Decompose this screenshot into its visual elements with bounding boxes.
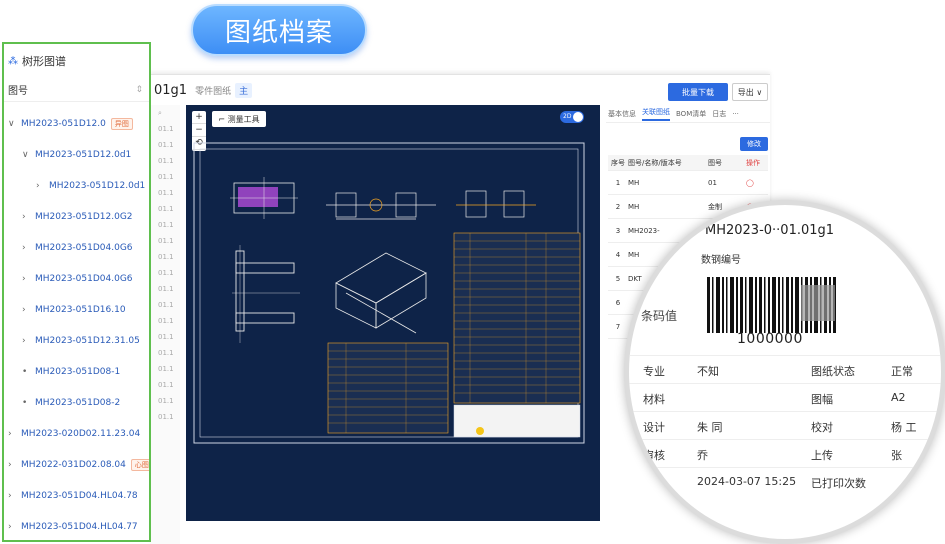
chevron-icon[interactable]: › (22, 212, 26, 222)
sidebar-tree-item[interactable]: › MH2022-031D02.08.04 心图 (8, 455, 149, 475)
tree-item-label: MH2023-051D04.0G6 (35, 274, 133, 284)
chevron-icon[interactable]: › (8, 429, 12, 439)
info-row: 专业不知 图纸状态正常 (629, 355, 941, 383)
toolbar: 01g1 零件图纸 主 批量下载 导出 ∨ (150, 75, 770, 105)
chevron-icon[interactable]: • (22, 398, 28, 408)
tree-item-label: MH2023-051D04.0G6 (35, 243, 133, 253)
chevron-icon[interactable]: › (22, 336, 26, 346)
left-strip: ⌕ 01.1 01.1 01.1 01.1 01.1 01.1 01.1 01.… (150, 105, 180, 544)
sidebar-tree-item[interactable]: › MH2023-051D04.0G6 (22, 238, 133, 258)
tree-item-label: MH2023-051D12.0 (21, 119, 106, 129)
sidebar-tree-item[interactable]: › MH2023-051D04.HL04.77 (8, 517, 138, 537)
info-row: 设计朱 同 校对杨 工 (629, 411, 941, 439)
barcode-label: 条码值 (641, 309, 678, 323)
tab-basic-info[interactable]: 基本信息 (608, 109, 636, 118)
sidebar-tree-item[interactable]: ∨ MH2023-051D12.0 异图 (8, 114, 133, 134)
part-view-frame (232, 245, 300, 343)
tree-item-label: MH2023-051D08-1 (35, 367, 121, 377)
sidebar-tree-item[interactable]: › MH2023-051D04.0G6 (22, 269, 133, 289)
parts-table (453, 232, 581, 404)
zoom-in-button[interactable]: + (192, 111, 206, 124)
tab-more[interactable]: ··· (732, 109, 739, 118)
tab-related-drawings[interactable]: 关联图纸 (642, 107, 670, 121)
sidebar-header: ⁂ 树形图谱 (4, 44, 149, 78)
measure-tool-button[interactable]: ⌐ 测量工具 (212, 111, 266, 127)
drawing-type-label: 零件图纸 (195, 86, 232, 97)
status-badge: 心图 (130, 459, 149, 471)
sidebar-tree-item[interactable]: • MH2023-051D08-1 (22, 362, 120, 382)
batch-download-button[interactable]: 批量下载 (668, 83, 728, 101)
drawing-title: 01g1 (154, 82, 188, 98)
search-icon[interactable]: ⌕ (158, 109, 162, 117)
sort-icon[interactable]: ⇕ (135, 84, 143, 95)
tree-icon: ⁂ (8, 55, 18, 67)
ruler-icon: ⌐ (218, 114, 228, 124)
title-block (453, 404, 581, 438)
sidebar-tree-item[interactable]: ∨ MH2023-051D12.0d1 (22, 145, 131, 165)
sidebar-filter[interactable]: 图号 ⇕ (4, 78, 149, 102)
tree-item-label: MH2022-031D02.08.04 (21, 460, 126, 470)
sidebar-tree-item[interactable]: • MH2023-051D08-2 (22, 393, 120, 413)
tree-item-label: MH2023-051D04.HL04.78 (21, 491, 138, 501)
tree-item-label: MH2023-051D16.10 (35, 305, 126, 315)
lens-drawing-number: MH2023-0··01.01g1 (705, 223, 835, 238)
part-view-top (456, 190, 536, 218)
cad-drawing (193, 142, 585, 444)
2d-toggle[interactable]: 2D (560, 111, 584, 123)
export-button[interactable]: 导出 ∨ (732, 83, 768, 101)
chevron-icon[interactable]: › (8, 460, 12, 470)
chevron-icon[interactable]: › (22, 274, 26, 284)
sidebar-tree-item[interactable]: › MH2023-051D16.10 (22, 300, 126, 320)
chevron-icon[interactable]: › (8, 491, 12, 501)
drawing-archive-window: 01g1 零件图纸 主 批量下载 导出 ∨ ⌕ 01.1 01.1 01.1 0… (150, 74, 770, 544)
sidebar-tree-item[interactable]: › MH2023-051D12.0G2 (22, 207, 133, 227)
chevron-icon[interactable]: ∨ (22, 150, 29, 160)
tab-log[interactable]: 日志 (712, 109, 727, 118)
zoom-out-button[interactable]: − (192, 124, 206, 137)
tree-item-label: MH2023-051D12.31.05 (35, 336, 140, 346)
barcode-number: 1000000 (737, 331, 803, 347)
tree-item-label: MH2023-051D12.0d1 (49, 181, 146, 191)
cad-viewer[interactable]: + − ⟲ ⌐ 测量工具 2D (186, 105, 600, 521)
tree-item-label: MH2023-051D12.0d1 (35, 150, 132, 160)
magnified-detail-lens: MH2023-0··01.01g1 数钢编号 条码值 1000000 专业不知 … (624, 200, 945, 544)
tree-sidebar: ⁂ 树形图谱 图号 ⇕ ∨ MH2023-051D12.0 异图 ∨ MH2023-05… (2, 42, 151, 542)
lens-subtitle: 数钢编号 (701, 255, 741, 266)
status-badge: 异图 (110, 118, 133, 130)
chevron-icon[interactable]: › (22, 243, 26, 253)
part-view-isometric (335, 252, 427, 334)
sidebar-tree-item[interactable]: › MH2023-051D12.0d1 (36, 176, 145, 196)
right-tabs: 基本信息 关联图纸 BOM清单 日志 ··· (606, 105, 770, 123)
barcode-icon (707, 277, 836, 333)
sidebar-tree-item[interactable]: › MH2023-020D02.11.23.04 (8, 424, 140, 444)
sidebar-tree-item[interactable]: › MH2023-051D04.HL04.78 (8, 486, 138, 506)
filter-label: 图号 (8, 86, 28, 97)
tree-item-label: MH2023-020D02.11.23.04 (21, 429, 141, 439)
tab-bom[interactable]: BOM清单 (676, 109, 707, 118)
tree-item-label: MH2023-051D04.HL04.77 (21, 522, 138, 532)
part-view-front (230, 177, 298, 219)
sidebar-title: 树形图谱 (22, 55, 66, 68)
header-title-pill: 图纸档案 (191, 4, 367, 56)
chevron-icon[interactable]: › (36, 181, 40, 191)
tree-item-label: MH2023-051D08-2 (35, 398, 121, 408)
sidebar-tree-item[interactable]: › MH2023-051D12.31.05 (22, 331, 140, 351)
tree-item-label: MH2023-051D12.0G2 (35, 212, 133, 222)
info-row: 审核乔 上传张 (629, 439, 941, 467)
edit-button[interactable]: 修改 (740, 137, 768, 151)
parts-table-lower (327, 342, 449, 434)
chevron-icon[interactable]: ∨ (8, 119, 15, 129)
part-view-side (326, 192, 436, 220)
chevron-icon[interactable]: › (22, 305, 26, 315)
delete-icon[interactable]: ◯ (746, 178, 754, 187)
chevron-icon[interactable]: › (8, 522, 12, 532)
chevron-icon[interactable]: • (22, 367, 28, 377)
table-header: 序号 图号/名称/版本号 图号 操作 (608, 155, 768, 171)
main-tag: 主 (235, 82, 253, 98)
